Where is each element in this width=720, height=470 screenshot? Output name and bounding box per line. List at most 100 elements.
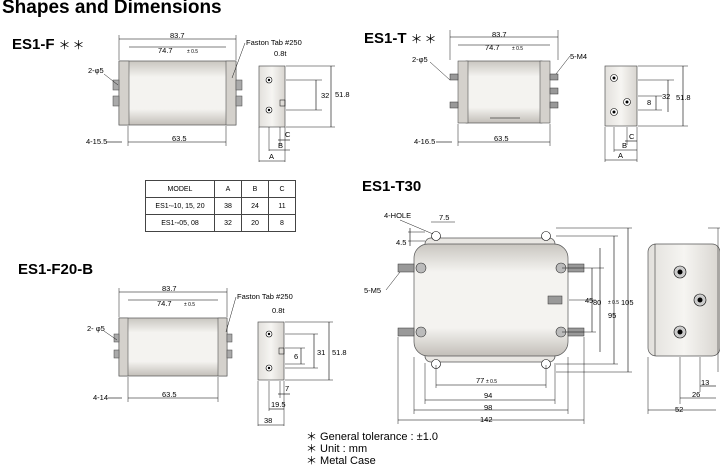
dim-hole-width: 7.5 xyxy=(439,213,449,222)
dim-80: 80 xyxy=(593,298,601,307)
thickness-label: 0.8t xyxy=(272,306,285,315)
table-header: B xyxy=(241,180,269,198)
dim-hole-height: 4.5 xyxy=(396,238,406,247)
dim-142: 142 xyxy=(480,415,493,424)
es1-f-side-view: 0.8t 32 51.8 C B A xyxy=(258,49,350,162)
model-stars: ＊＊ xyxy=(58,38,87,52)
dim-95: 95 xyxy=(608,311,616,320)
es1-t-front-view: 83.7 74.7 ± 0.5 5-M4 2-φ5 63.5 4-16.5 xyxy=(412,30,587,146)
thickness-label: 0.8t xyxy=(274,49,287,58)
dim-overall: 83.7 xyxy=(162,284,177,293)
dim-b: B xyxy=(622,141,627,150)
model-title-es1-f20-b: ES1-F20-B xyxy=(18,261,94,278)
dim-31: 31 xyxy=(317,348,325,357)
note-tolerance: ＊ General tolerance : ±1.0 xyxy=(306,431,438,443)
table-row: ES1-▫10, 15, 20 38 24 11 xyxy=(145,197,296,215)
side-body xyxy=(647,243,720,357)
model-title-es1-f: ES1-F＊＊ xyxy=(12,36,87,53)
dim-inner: 74.7 xyxy=(157,299,172,308)
dim-mount: 63.5 xyxy=(494,134,509,143)
dim-51-8: 51.8 xyxy=(332,348,347,357)
side-body xyxy=(604,65,638,127)
dim-inner: 74.7 xyxy=(158,46,173,55)
dim-95-tol: ± 0.5 xyxy=(608,300,619,306)
dim-a: A xyxy=(618,151,623,160)
notes-list: ＊ General tolerance : ±1.0 ＊ Unit : mm ＊… xyxy=(306,431,438,467)
table-cell: 11 xyxy=(268,197,296,215)
dim-51-8: 51.8 xyxy=(676,93,691,102)
es1-t-side-view: 8 32 51.8 C B A xyxy=(604,65,691,162)
dim-overall: 83.7 xyxy=(492,30,507,39)
faston-tab-label: Faston Tab #250 xyxy=(237,292,293,301)
terminal-label: 5-M4 xyxy=(570,52,587,61)
es1-f20-b-side-view: 0.8t 6 31 51.8 7 19.5 38 xyxy=(257,306,347,426)
dim-inner-tol: ± 0.5 xyxy=(512,46,523,52)
dim-b: B xyxy=(278,141,283,150)
dim-38: 38 xyxy=(264,416,272,425)
dim-77-tol: ± 0.5 xyxy=(486,379,497,385)
dim-inner-tol: ± 0.5 xyxy=(184,302,195,308)
dim-32: 32 xyxy=(321,91,329,100)
table-cell: 8 xyxy=(268,214,296,232)
table-row: ES1-▫05, 08 32 20 8 xyxy=(145,214,296,232)
table-header-row: MODEL A B C xyxy=(145,180,296,198)
dim-45: 45 xyxy=(585,296,593,305)
pins-label: 4-16.5 xyxy=(414,137,435,146)
table-cell: ES1-▫05, 08 xyxy=(145,214,215,232)
es1-f20-b-front-view: 83.7 74.7 ± 0.5 Faston Tab #250 2- φ5 63… xyxy=(87,284,293,402)
table-header: MODEL xyxy=(145,180,215,198)
dim-32: 32 xyxy=(662,92,670,101)
dim-inner-tol: ± 0.5 xyxy=(187,49,198,55)
faston-tab-label: Faston Tab #250 xyxy=(246,38,302,47)
holes-label: 2-φ5 xyxy=(412,55,428,64)
filter-body xyxy=(413,243,569,357)
table-header: A xyxy=(214,180,242,198)
model-title-es1-t: ES1-T＊＊ xyxy=(364,30,439,47)
dim-94: 94 xyxy=(484,391,492,400)
holes-label: 2-φ5 xyxy=(88,66,104,75)
dim-overall: 83.7 xyxy=(170,31,185,40)
side-body xyxy=(258,65,286,128)
page-title: Shapes and Dimensions xyxy=(2,0,222,18)
model-dimension-table: MODEL A B C ES1-▫10, 15, 20 38 24 11 ES1… xyxy=(145,180,296,232)
dim-inner: 74.7 xyxy=(485,43,500,52)
dim-6: 6 xyxy=(294,352,298,361)
dim-a: A xyxy=(269,152,274,161)
dim-7: 7 xyxy=(285,384,289,393)
dim-c: C xyxy=(629,132,635,141)
table-cell: ES1-▫10, 15, 20 xyxy=(145,197,215,215)
filter-body xyxy=(118,317,228,377)
side-body xyxy=(257,321,285,381)
dim-51-8: 51.8 xyxy=(335,90,350,99)
es1-f-front-view: 83.7 74.7 ± 0.5 Faston Tab #250 2-φ5 63.… xyxy=(86,31,302,146)
table-header: C xyxy=(268,180,296,198)
es1-t30-side-view: 13 26 52 xyxy=(647,227,720,414)
filter-body xyxy=(465,60,543,124)
dim-98: 98 xyxy=(484,403,492,412)
note-case: ＊ Metal Case xyxy=(306,455,376,467)
dim-c: C xyxy=(285,130,291,139)
dim-52: 52 xyxy=(675,405,683,414)
filter-body xyxy=(118,60,237,126)
model-name: ES1-F xyxy=(12,36,55,53)
note-unit: ＊ Unit : mm xyxy=(306,443,368,455)
dim-mount: 63.5 xyxy=(172,134,187,143)
dim-26: 26 xyxy=(692,390,700,399)
model-title-es1-t30: ES1-T30 xyxy=(362,178,422,195)
table-cell: 24 xyxy=(241,197,269,215)
terminal-label: 5-M5 xyxy=(364,286,381,295)
model-name: ES1-T xyxy=(364,30,407,47)
table-cell: 20 xyxy=(241,214,269,232)
table-cell: 32 xyxy=(214,214,242,232)
dim-19-5: 19.5 xyxy=(271,400,286,409)
hole-label: 4-HOLE xyxy=(384,211,411,220)
model-stars: ＊＊ xyxy=(410,32,439,46)
dim-8: 8 xyxy=(647,98,651,107)
pins-label: 4-14 xyxy=(93,393,108,402)
dim-105: 105 xyxy=(621,298,634,307)
dim-13: 13 xyxy=(701,378,709,387)
pins-label: 4-15.5 xyxy=(86,137,107,146)
dim-mount: 63.5 xyxy=(162,390,177,399)
es1-t30-front-view: 4-HOLE 7.5 4.5 5-M5 45 80 95 ± 0.5 105 7… xyxy=(364,211,634,424)
